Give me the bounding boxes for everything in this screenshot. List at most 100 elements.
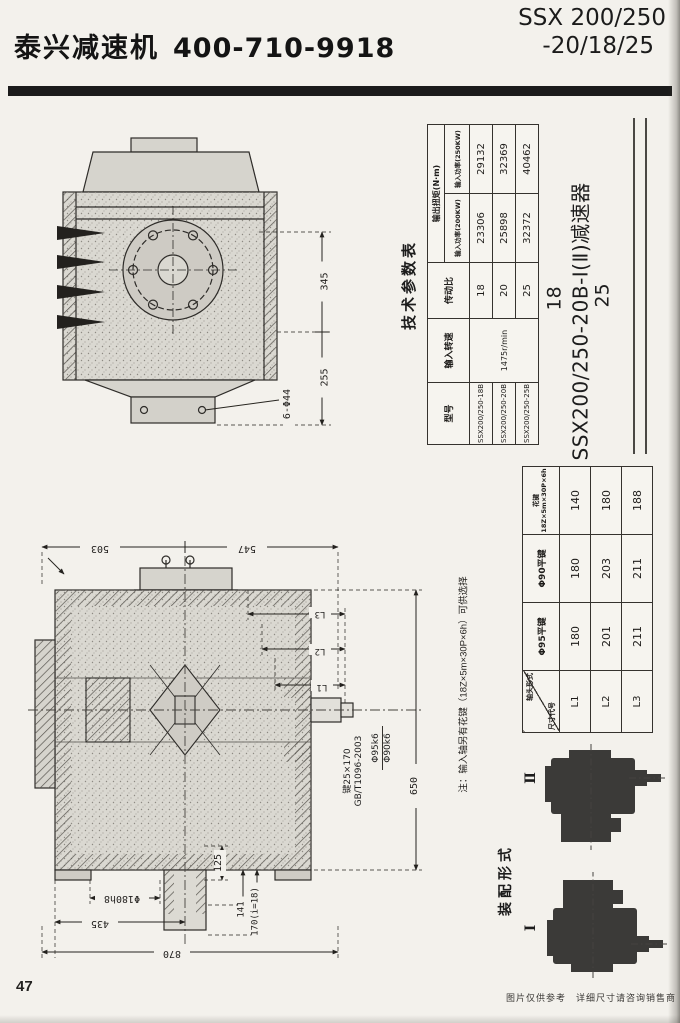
cell-torque250-20: 32369: [492, 124, 516, 194]
header-brand-line: 泰兴减速机 400-710-9918: [14, 26, 395, 65]
assembly-variant-2-label: Ⅱ: [523, 772, 539, 784]
col-header-ratio: 传动比: [427, 262, 470, 319]
cell-L2-key95: 201: [590, 602, 622, 671]
assembly-silhouette-variant-1: [547, 872, 669, 978]
assembly-variant-1-label: Ⅰ: [523, 924, 539, 932]
corner-label-size-code: 尺寸代号: [548, 702, 556, 730]
side-label-ratio-18: 18: [543, 286, 566, 311]
params-table: 型号 输入转速 传动比 输出扭矩(N·m) 输入功率(200KW) 输入功率(2…: [427, 123, 539, 445]
corner-label-shaft-form: 轴头形式: [526, 673, 534, 701]
key-size: 键25×170: [343, 748, 353, 794]
dim-label-L2: L2: [309, 644, 331, 656]
dim-label-141: 141: [237, 896, 249, 923]
cell-model-20: SSX200/250-20B: [492, 382, 516, 445]
cell-L3-spline: 188: [621, 466, 653, 535]
dim-label-870: 870: [154, 946, 190, 959]
side-label-ratio-25: 25: [591, 283, 614, 308]
assembly-title: 装配形式: [497, 844, 513, 916]
header-model-block: SSX 200/250 -20/18/25: [470, 4, 670, 60]
side-label-model-name: SSX200/250-20B-Ⅰ(Ⅱ)减速器: [568, 182, 593, 461]
silhouette-center-lines: [590, 744, 667, 850]
col-header-spline: 花键18Z×5m×30P×6h: [522, 466, 560, 535]
scan-edge-shadow-right: [668, 0, 680, 1023]
cell-input-speed: 1475r/min: [469, 318, 539, 383]
dim-label-547: 547: [227, 541, 267, 554]
dim-label-L3: L3: [309, 607, 331, 619]
spline-note: 注：输入轴另有花键（18Z×5m×30P×6h）可供选择: [458, 576, 470, 793]
col-header-key95: Φ95平键: [522, 602, 560, 671]
col-header-key90: Φ90平键: [522, 534, 560, 603]
cell-torque250-18: 29132: [469, 124, 493, 194]
dim-label-255: 255: [320, 357, 334, 398]
cell-torque250-25: 40462: [515, 124, 539, 194]
params-row-18: SSX200/250-18B 1475r/min 18 23306 29132: [469, 124, 539, 445]
page-number: 47: [16, 978, 33, 995]
cell-code-L1: L1: [559, 670, 591, 733]
silhouette-shape: [545, 750, 661, 842]
cell-L1-key95: 180: [559, 602, 591, 671]
cell-model-25: SSX200/250-25B: [515, 382, 539, 445]
cell-torque200-25: 32372: [515, 193, 539, 263]
cell-L1-spline: 140: [559, 466, 591, 535]
dim-label-170: 170(i=18): [251, 882, 263, 941]
shaft-row-L1: L1 180 180 140: [559, 466, 591, 733]
drawing-top-view: [57, 137, 331, 426]
params-table-wrapper: 型号 输入转速 传动比 输出扭矩(N·m) 输入功率(200KW) 输入功率(2…: [427, 123, 539, 445]
cell-L2-key90: 203: [590, 534, 622, 603]
cell-ratio-25: 25: [515, 262, 539, 319]
brand-name: 泰兴减速机: [14, 33, 159, 63]
scan-edge-shadow-bottom: [0, 1015, 680, 1023]
drawing-section-view: [28, 541, 424, 958]
shaft-table: 轴头形式 尺寸代号 Φ95平键 Φ90平键 花键18Z×5m×30P×6h L1…: [522, 466, 653, 733]
dim-label-650: 650: [409, 764, 422, 808]
double-rule-divider: [633, 118, 647, 454]
key-standard: GB/T1096-2003: [354, 735, 365, 807]
cell-ratio-20: 20: [492, 262, 516, 319]
dim-label-435: 435: [82, 916, 118, 929]
col-header-model: 型号: [427, 382, 470, 445]
shaft-fit-90: Φ90k6: [383, 733, 394, 763]
shaft-table-wrapper: 轴头形式 尺寸代号 Φ95平键 Φ90平键 花键18Z×5m×30P×6h L1…: [522, 466, 653, 733]
dim-label-125: 125: [213, 850, 226, 876]
assembly-silhouette-variant-2: [545, 744, 667, 850]
shaft-table-corner: 轴头形式 尺寸代号: [522, 670, 560, 733]
cell-code-L2: L2: [590, 670, 622, 733]
dim-label-503: 503: [80, 541, 120, 554]
cell-L3-key90: 211: [621, 534, 653, 603]
header-model-line2: -20/18/25: [542, 33, 654, 60]
shaft-row-L2: L2 201 203 180: [590, 466, 622, 733]
dim-label-L1: L1: [311, 680, 333, 692]
shaft-fit-labels: Φ95k6 Φ90k6: [371, 726, 397, 770]
shaft-fit-95: Φ95k6: [371, 726, 384, 770]
cell-L3-key95: 211: [621, 602, 653, 671]
dim-label-bolt-6x44: 6-Φ44: [282, 381, 295, 427]
dim-label-flange: Φ180h8: [95, 891, 149, 904]
cell-ratio-18: 18: [469, 262, 493, 319]
params-row-25: SSX200/250-25B 25 32372 40462: [515, 124, 539, 445]
footer-disclaimer: 图片仅供参考 详细尺寸请咨询销售商: [505, 993, 676, 1003]
params-table-title: 技术参数表: [401, 240, 418, 331]
center-lines: [28, 556, 424, 948]
col-header-torque-group: 输出扭矩(N·m): [427, 124, 445, 263]
silhouette-shape-mirrored: [547, 872, 669, 978]
cell-L1-key90: 180: [559, 534, 591, 603]
header-model-line1: SSX 200/250: [518, 5, 666, 31]
header-divider-bar: [8, 86, 672, 96]
flange-circle: [109, 206, 237, 334]
col-header-power200: 输入功率(200KW): [444, 193, 470, 263]
cell-torque200-20: 25898: [492, 193, 516, 263]
key-spec-label: 键25×170 GB/T1096-2003: [343, 728, 369, 814]
params-row-20: SSX200/250-20B 20 25898 32369: [492, 124, 516, 445]
brand-phone: 400-710-9918: [173, 33, 396, 64]
cell-torque200-18: 23306: [469, 193, 493, 263]
col-header-power250: 输入功率(250KW): [444, 124, 470, 194]
dim-label-345: 345: [320, 261, 334, 302]
shaft-row-L3: L3 211 211 188: [621, 466, 653, 733]
housing-walls-hatch: [55, 590, 311, 870]
col-header-speed: 输入转速: [427, 318, 470, 383]
cell-L2-spline: 180: [590, 466, 622, 535]
cell-code-L3: L3: [621, 670, 653, 733]
side-model-label: 18 SSX200/250-20B-Ⅰ(Ⅱ)减速器 25: [543, 121, 631, 461]
left-port-marks: [57, 226, 105, 329]
